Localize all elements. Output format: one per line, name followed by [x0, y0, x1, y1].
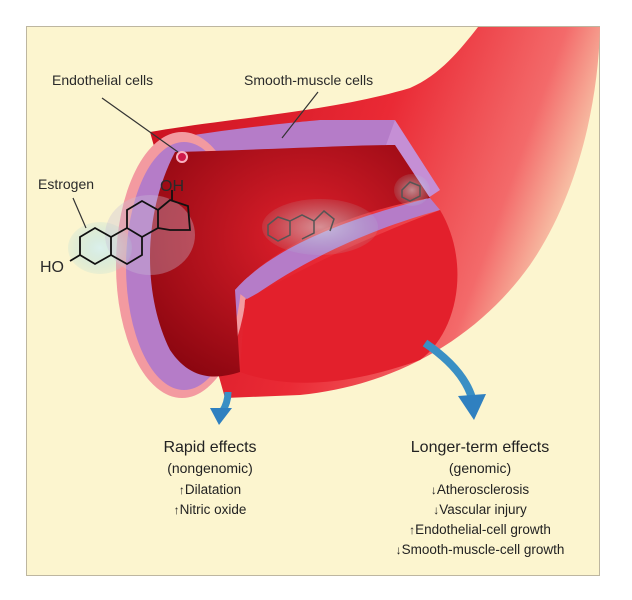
up-arrow-icon: ↑ [173, 503, 180, 517]
effect-item: ↓Vascular injury [433, 502, 527, 517]
smooth-muscle-leader-line [281, 91, 319, 139]
longer-term-effects-title: Longer-term effects [410, 439, 550, 456]
down-arrow-icon: ↓ [430, 483, 437, 497]
effect-item: ↓Smooth-muscle-cell growth [395, 542, 565, 557]
rapid-effects-title: Rapid effects [163, 439, 257, 456]
effect-item: ↑Dilatation [178, 482, 242, 497]
longer-term-effects-arrow [422, 339, 486, 420]
effect-item: ↑Endothelial-cell growth [409, 522, 551, 537]
effect-item: ↑Nitric oxide [173, 502, 247, 517]
estrogen-label: Estrogen [38, 176, 95, 192]
up-arrow-icon: ↑ [178, 483, 185, 497]
up-arrow-icon: ↑ [409, 523, 416, 537]
estrogen-structure [68, 190, 195, 275]
longer-term-effects-subtitle: (genomic) [448, 460, 512, 476]
vessel-lumen [150, 145, 430, 377]
down-arrow-icon: ↓ [433, 503, 440, 517]
smooth-muscle-layer [165, 120, 395, 160]
rapid-effects-arrow [210, 391, 232, 425]
rapid-effects: Rapid effects (nongenomic) ↑Dilatation ↑… [140, 438, 280, 520]
endothelial-cell [176, 151, 188, 163]
hydroxyl-oh-label: OH [160, 178, 184, 195]
rapid-effects-subtitle: (nongenomic) [167, 460, 253, 476]
endothelial-cells-label: Endothelial cells [52, 72, 154, 88]
down-arrow-icon: ↓ [395, 543, 402, 557]
estrogen-leader-line [72, 197, 87, 229]
effect-item: ↓Atherosclerosis [430, 482, 530, 497]
smooth-muscle-cells-label: Smooth-muscle cells [244, 72, 374, 88]
endothelial-leader-line [101, 97, 179, 153]
estrogen-molecule-lumen [262, 174, 430, 255]
hydroxyl-ho-label: HO [40, 259, 64, 276]
longer-term-effects: Longer-term effects (genomic) ↓Atheroscl… [360, 438, 600, 560]
